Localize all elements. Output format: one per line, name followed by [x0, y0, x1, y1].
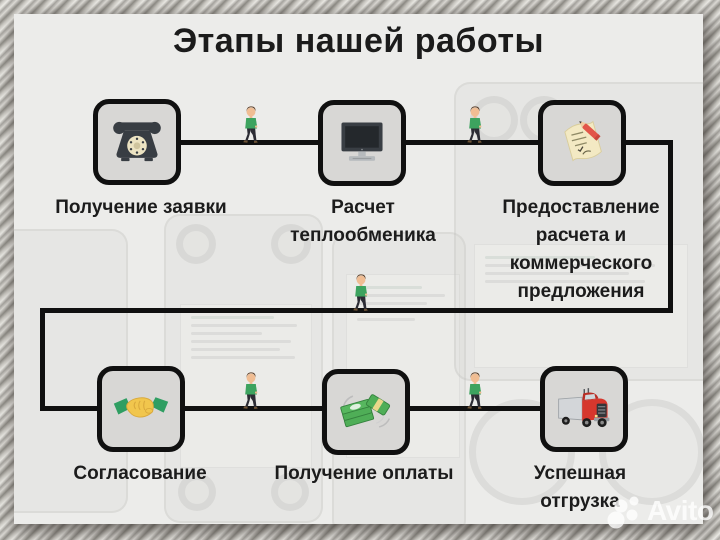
avito-watermark: Avito [604, 492, 714, 530]
flow-line [40, 308, 45, 411]
step-label-4: Согласование [73, 463, 207, 484]
infographic-canvas: Этапы нашей работы [14, 14, 703, 524]
step-label-6: Успешная отгрузка [533, 463, 627, 512]
flow-line [408, 406, 545, 411]
step-label-5: Получение оплаты [274, 463, 454, 484]
step-box-2 [318, 100, 406, 186]
step-box-4 [97, 366, 185, 452]
step-label-1: Получение заявки [55, 197, 227, 218]
avito-watermark-text: Avito [647, 495, 714, 526]
money-icon [340, 394, 391, 428]
flow-line [183, 406, 325, 411]
flow-line [180, 140, 320, 145]
flow-line [40, 406, 102, 411]
truck-icon [558, 388, 610, 428]
computer-monitor-icon [341, 122, 383, 161]
walking-person-icon [243, 106, 258, 143]
walking-person-icon [243, 372, 258, 409]
rotary-phone-icon [113, 121, 161, 162]
step-label-2: Расчет теплообменика [290, 197, 436, 246]
page-title: Этапы нашей работы [172, 22, 545, 60]
flow-line [624, 140, 673, 145]
walking-person-icon [353, 274, 368, 311]
walking-person-icon [467, 106, 482, 143]
step-box-1 [93, 99, 181, 185]
avito-logo-icon [607, 496, 639, 529]
handshake-icon [113, 397, 169, 418]
flow-line [404, 140, 540, 145]
step-box-6 [540, 366, 628, 452]
step-box-3 [538, 100, 626, 186]
flow-line [668, 140, 673, 313]
walking-person-icon [467, 372, 482, 409]
document-pencil-icon [564, 120, 602, 162]
step-label-3: Предоставление расчета и коммерческого п… [502, 197, 660, 302]
step-box-5 [322, 369, 410, 455]
